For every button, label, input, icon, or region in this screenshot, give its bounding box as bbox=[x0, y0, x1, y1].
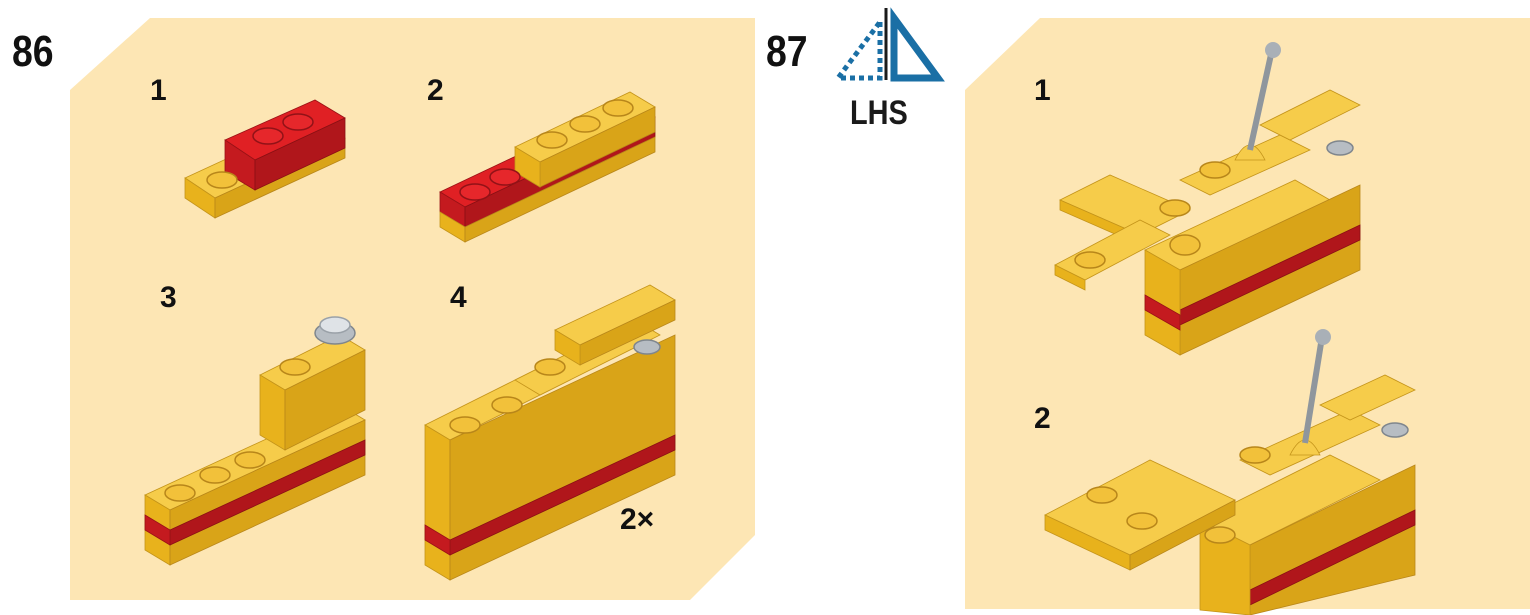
step-87-number: 87 bbox=[766, 27, 808, 76]
step-87-substep-1-model bbox=[1054, 42, 1361, 356]
step-87-substep-2-label: 2 bbox=[1034, 402, 1051, 435]
step-86-substep-1-label: 1 bbox=[150, 74, 167, 107]
step-86-substep-2-model bbox=[439, 91, 656, 243]
left-hand-side-triangle-icon bbox=[833, 7, 945, 82]
step-87-lhs-label: LHS bbox=[850, 94, 908, 132]
step-86-substep-4-label: 4 bbox=[450, 281, 467, 314]
step-87-substep-1-label: 1 bbox=[1034, 74, 1051, 107]
step-86-number: 86 bbox=[12, 27, 54, 76]
step-86-substep-2-label: 2 bbox=[427, 74, 444, 107]
step-86-substep-3-label: 3 bbox=[160, 281, 177, 314]
step-86-substep-3-model bbox=[144, 316, 366, 566]
step-86-multiplier: 2× bbox=[620, 503, 655, 536]
step-87-substep-2-model bbox=[1044, 329, 1416, 615]
step-86-substep-1-model bbox=[184, 99, 346, 219]
brick-side bbox=[254, 117, 346, 191]
step-86-substep-4-model bbox=[424, 284, 676, 581]
